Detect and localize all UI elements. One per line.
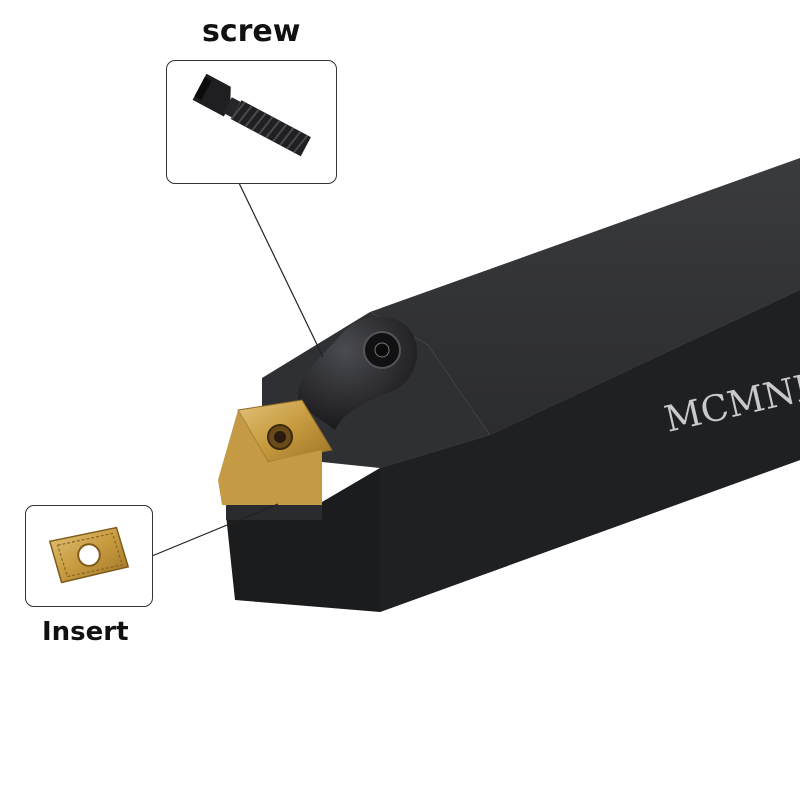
screw-label: screw <box>202 14 301 49</box>
shank-top-face <box>370 158 800 435</box>
insert-image <box>48 526 130 584</box>
screw-leader-line <box>238 182 324 358</box>
screw-callout-box <box>166 60 337 184</box>
screw-thread <box>231 100 311 157</box>
clamp <box>298 316 418 430</box>
shank-side-lower <box>380 290 800 612</box>
screw-neck <box>223 97 241 118</box>
insert-side <box>218 410 322 505</box>
insert-center-hole <box>77 543 101 567</box>
insert-leader-line <box>151 503 279 557</box>
insert-screw <box>274 431 286 443</box>
insert-label: Insert <box>42 617 129 647</box>
clamp-screw-socket <box>374 342 390 358</box>
screw-image <box>192 73 311 157</box>
mounted-insert <box>218 399 333 505</box>
insert-callout-box <box>25 505 153 607</box>
head-front-face <box>226 468 380 612</box>
